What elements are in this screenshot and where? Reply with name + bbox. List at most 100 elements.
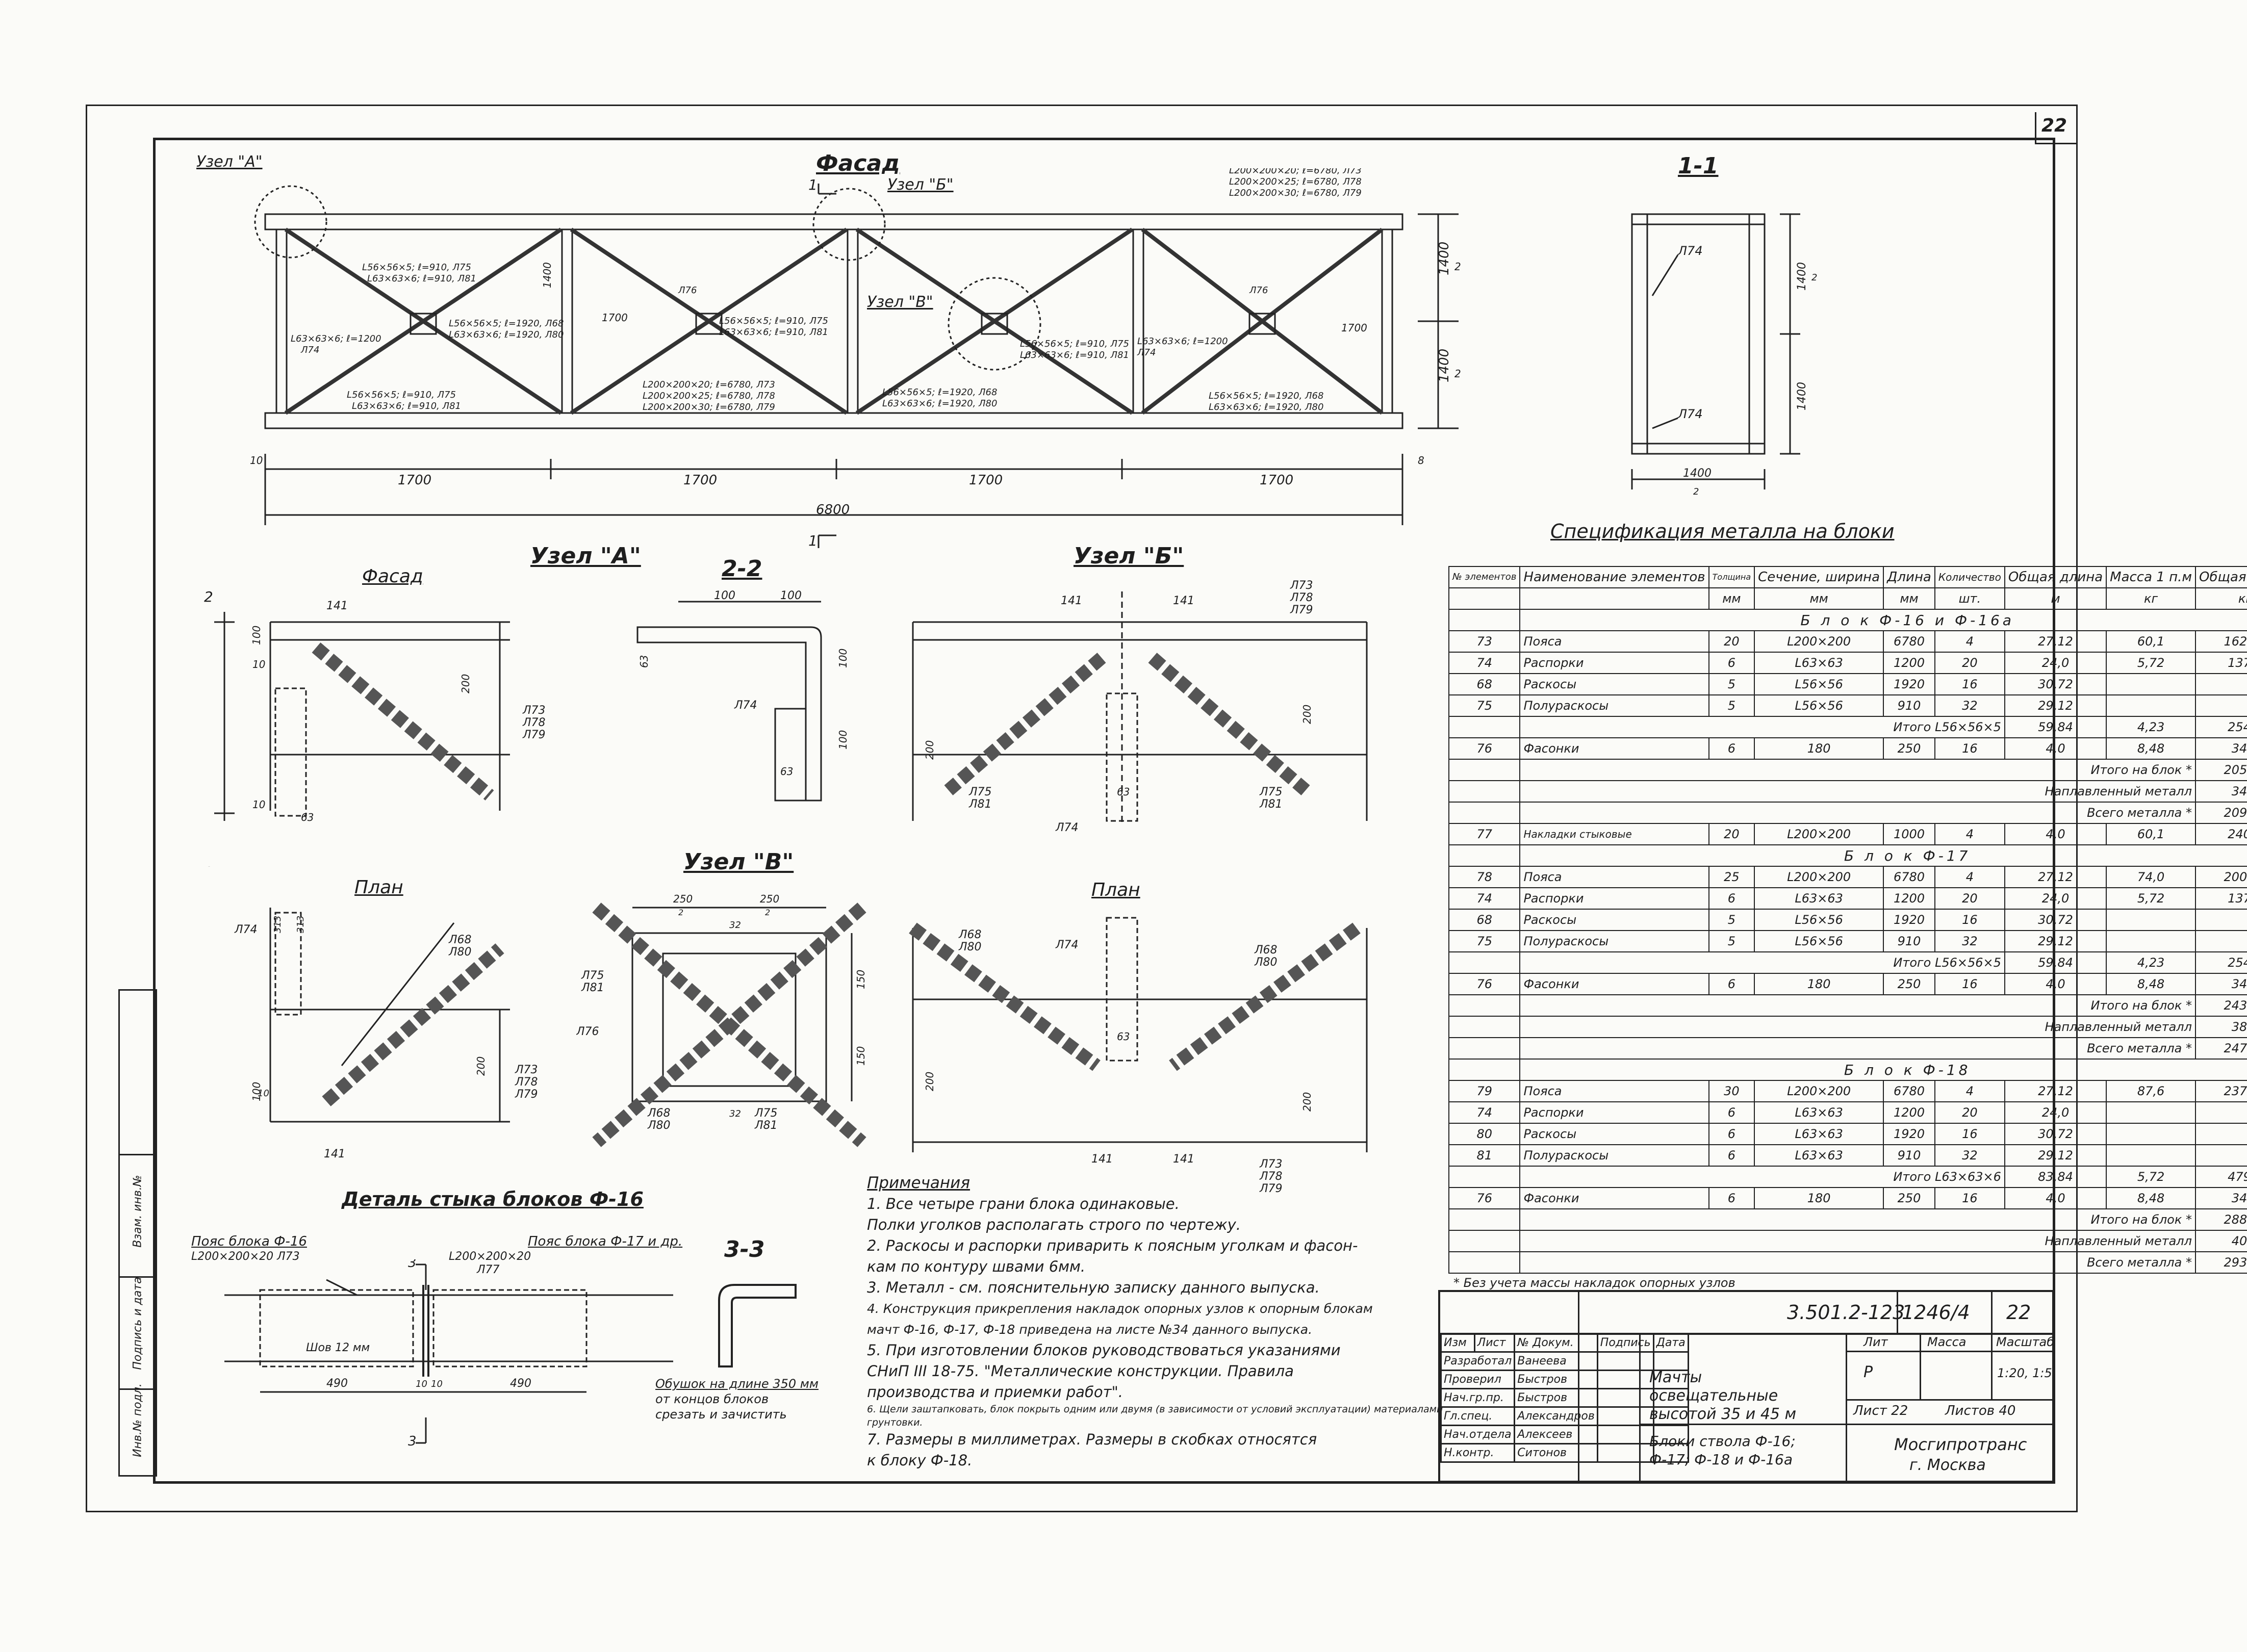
svg-text:200: 200 xyxy=(924,740,936,760)
svg-text:63: 63 xyxy=(1117,1030,1130,1043)
svg-text:2: 2 xyxy=(1454,368,1461,380)
svg-text:Л73: Л73 xyxy=(1290,579,1313,592)
section-2-2-title: 2-2 xyxy=(722,556,762,582)
joint-left-label-2: L200×200×20 Л73 xyxy=(191,1250,300,1263)
table-row: Всего металла *2470,0 xyxy=(1448,1037,2247,1060)
svg-text:Л81: Л81 xyxy=(968,798,992,811)
svg-text:150: 150 xyxy=(855,1046,867,1066)
svg-text:1400: 1400 xyxy=(1796,382,1808,410)
svg-text:L200×200×30; ℓ=6780, Л79: L200×200×30; ℓ=6780, Л79 xyxy=(1229,188,1362,198)
svg-text:L63×63×6; ℓ=1200: L63×63×6; ℓ=1200 xyxy=(1137,336,1228,347)
svg-text:100: 100 xyxy=(837,730,849,750)
section-3-3-note-3: срезать и зачистить xyxy=(655,1407,787,1422)
section-f16: Б л о к Ф-16 и Ф-16а xyxy=(1519,609,2247,631)
node-b-title: Узел "Б" xyxy=(1074,543,1184,569)
svg-text:1400: 1400 xyxy=(1437,242,1452,275)
table-row: Итого на блок *2889,3 xyxy=(1448,1208,2247,1231)
svg-text:141: 141 xyxy=(1061,595,1082,607)
table-row: Итого на блок *2432,0 xyxy=(1448,994,2247,1017)
svg-text:Л80: Л80 xyxy=(1254,956,1278,969)
svg-text:141: 141 xyxy=(1091,1153,1113,1166)
svg-text:Л74: Л74 xyxy=(1137,347,1156,358)
note-line: мачт Ф-16, Ф-17, Ф-18 приведена на листе… xyxy=(867,1322,1313,1337)
city: г. Москва xyxy=(1909,1456,1986,1474)
svg-text:Л75: Л75 xyxy=(1259,786,1283,798)
note-line: 1. Все четыре грани блока одинаковые. xyxy=(867,1195,1180,1212)
svg-text:L200×200×20; ℓ=6780, Л73: L200×200×20; ℓ=6780, Л73 xyxy=(643,379,775,390)
dim-panel-2: 1700 xyxy=(683,473,717,488)
svg-text:Л81: Л81 xyxy=(581,982,604,994)
svg-text:200: 200 xyxy=(924,1072,936,1091)
sheets-label: Листов 40 xyxy=(1945,1403,2016,1418)
svg-text:141: 141 xyxy=(1173,1153,1194,1166)
dim-panel-3: 1700 xyxy=(969,473,1003,488)
node-a-plan-label: План xyxy=(354,877,403,898)
note-line: 5. При изготовлении блоков руководствова… xyxy=(867,1341,1341,1359)
svg-text:1400: 1400 xyxy=(1437,349,1452,382)
section-2-2-drawing: 100 100 63 100 100 Л74 63 xyxy=(636,589,849,802)
table-row: Всего металла *2930,0 xyxy=(1448,1251,2247,1274)
svg-text:Л76: Л76 xyxy=(678,285,697,296)
svg-text:Л73: Л73 xyxy=(1259,1158,1283,1171)
svg-text:141: 141 xyxy=(1173,595,1194,607)
svg-text:100: 100 xyxy=(780,589,802,602)
node-b-facade-drawing: 141 141 200 63 200 Л73 Л78 Л79 Л75 Л81 Л… xyxy=(912,579,1368,834)
svg-text:1400: 1400 xyxy=(1796,262,1808,291)
joint-right-label-3: Л77 xyxy=(477,1263,500,1276)
s11-label-bottom: Л74 xyxy=(1677,407,1703,421)
svg-text:200: 200 xyxy=(459,674,472,693)
svg-text:2: 2 xyxy=(765,908,770,917)
section-3-3-drawing xyxy=(718,1284,797,1367)
svg-text:L56×56×5; ℓ=910, Л75: L56×56×5; ℓ=910, Л75 xyxy=(347,390,456,400)
svg-text:Л80: Л80 xyxy=(448,946,472,959)
svg-text:2: 2 xyxy=(204,864,213,867)
svg-text:313: 313 xyxy=(295,916,306,933)
svg-text:10: 10 xyxy=(431,1379,443,1389)
svg-text:Л78: Л78 xyxy=(522,716,546,729)
binding-strip: Инв.№ подл. Подпись и дата Взам. инв.№ xyxy=(118,989,157,1477)
svg-text:32: 32 xyxy=(729,920,741,931)
section-1-1-title: 1-1 xyxy=(1678,153,1719,179)
node-a-facade-label: Фасад xyxy=(362,566,423,587)
svg-text:Л80: Л80 xyxy=(647,1119,671,1132)
svg-text:63: 63 xyxy=(301,811,314,823)
svg-text:Л79: Л79 xyxy=(1290,604,1313,616)
svg-text:200: 200 xyxy=(1301,705,1313,724)
node-v-label: Узел "В" xyxy=(867,293,933,311)
svg-text:1700: 1700 xyxy=(602,312,628,324)
joint-right-label-1: Пояс блока Ф-17 и др. xyxy=(528,1234,683,1249)
svg-text:10: 10 xyxy=(252,658,265,670)
node-b-plan-label: План xyxy=(1091,880,1140,900)
svg-text:L63×63×6; ℓ=1920, Л80: L63×63×6; ℓ=1920, Л80 xyxy=(449,329,564,340)
note-line: производства и приемки работ". xyxy=(867,1383,1124,1401)
svg-text:200: 200 xyxy=(475,1056,487,1076)
doc-code: 3.501.2-123 xyxy=(1787,1301,1905,1324)
svg-text:L56×56×5; ℓ=1920, Л68: L56×56×5; ℓ=1920, Л68 xyxy=(449,318,564,329)
note-line: 6. Щели заштапковать, блок покрыть одним… xyxy=(867,1404,1443,1428)
s11-label-top: Л74 xyxy=(1677,244,1703,258)
svg-text:3: 3 xyxy=(408,1259,417,1271)
node-a-facade-drawing: 141 100 10 200 63 10 Л73 Л78 Л79 2 2 xyxy=(204,588,546,867)
svg-text:100: 100 xyxy=(250,626,263,645)
svg-text:L63×63×6; ℓ=1200: L63×63×6; ℓ=1200 xyxy=(291,333,381,344)
spec-title: Спецификация металла на блоки xyxy=(1550,520,1895,543)
svg-text:2: 2 xyxy=(204,588,213,605)
svg-text:Л74: Л74 xyxy=(1055,939,1079,951)
node-a-title: Узел "А" xyxy=(530,543,641,569)
svg-text:Л81: Л81 xyxy=(754,1119,778,1132)
svg-text:2: 2 xyxy=(1454,261,1461,273)
lit-value: Р xyxy=(1863,1363,1873,1381)
svg-text:L200×200×25; ℓ=6780, Л78: L200×200×25; ℓ=6780, Л78 xyxy=(643,391,775,401)
spec-table: № элементов Наименование элементов Толщи… xyxy=(1448,566,2247,1274)
section-1-1-drawing: Л74 Л74 1400 2 1400 1400 2 xyxy=(1631,213,1817,497)
dim-panel-4: 1700 xyxy=(1260,473,1293,488)
